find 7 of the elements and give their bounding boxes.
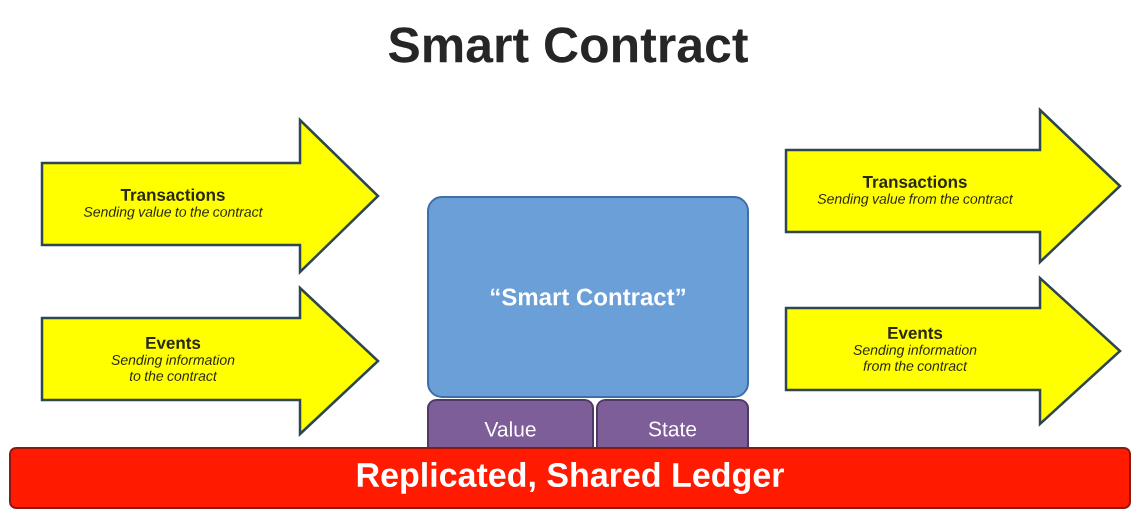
contract-box: “Smart Contract” bbox=[427, 196, 749, 398]
signpost-box: Events Sending information from the contract bbox=[784, 275, 1122, 427]
title: Smart Contract bbox=[388, 27, 748, 63]
signpost-box: Transactions Sending value to the contract bbox=[40, 117, 380, 275]
signpost-box: Events Sending information to the contract bbox=[40, 285, 380, 437]
ledger-band: Replicated, Shared Ledger bbox=[9, 447, 1131, 509]
signpost-box: Transactions Sending value from the contract bbox=[784, 107, 1122, 265]
